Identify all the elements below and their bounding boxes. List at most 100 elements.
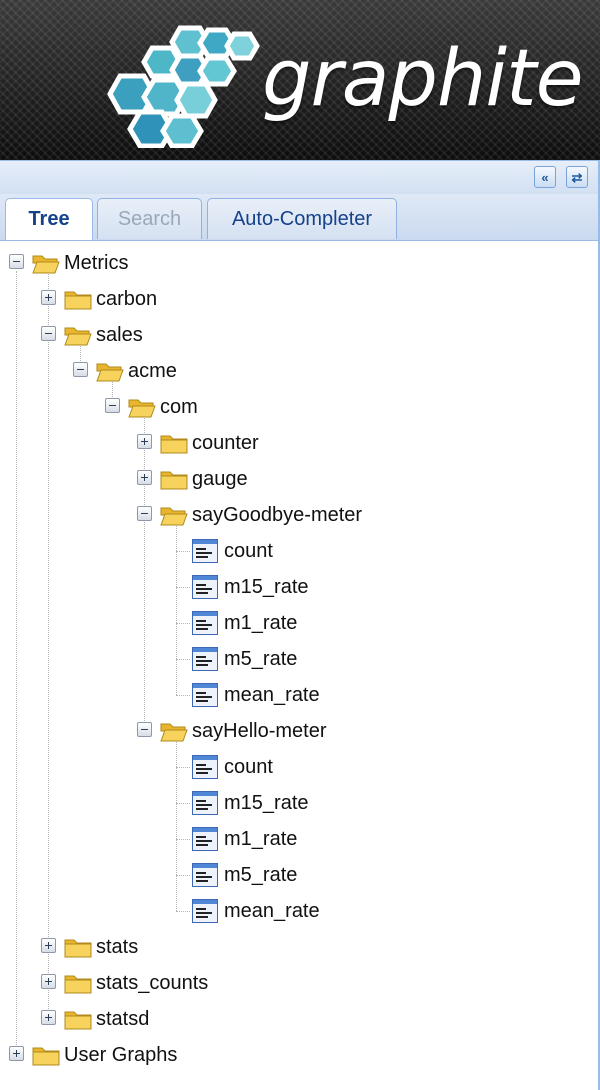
collapse-node-icon[interactable] — [137, 506, 152, 521]
metric-graph-icon — [192, 539, 218, 563]
tree-folder-node[interactable]: carbon — [0, 281, 596, 317]
tree-folder-node[interactable]: counter — [0, 425, 596, 461]
navigation-panel: « ⇄ Tree Search Auto-Completer Metrics ca… — [0, 160, 600, 1090]
tree-folder-node[interactable]: stats — [0, 929, 596, 965]
tree-guide-connector — [176, 767, 190, 768]
open-folder-icon — [64, 324, 92, 346]
tree-guide-connector — [176, 803, 190, 804]
tree-node-label: sayGoodbye-meter — [192, 504, 363, 526]
tree-node-label: Metrics — [64, 252, 129, 274]
tree-guide-line — [48, 271, 49, 1019]
tree-folder-node[interactable]: acme — [0, 353, 596, 389]
folder-icon — [160, 468, 188, 490]
tree-folder-node[interactable]: sayHello-meter — [0, 713, 596, 749]
open-folder-icon — [160, 720, 188, 742]
folder-icon — [64, 288, 92, 310]
collapse-panel-button[interactable]: « — [534, 166, 556, 188]
tree-guide-line — [176, 739, 177, 911]
expand-node-icon[interactable] — [137, 470, 152, 485]
tree-folder-node[interactable]: stats_counts — [0, 965, 596, 1001]
tab-strip: Tree Search Auto-Completer — [0, 194, 598, 241]
folder-icon — [64, 1008, 92, 1030]
expand-node-icon[interactable] — [9, 1046, 24, 1061]
tree-folder-node[interactable]: sales — [0, 317, 596, 353]
double-chevron-left-icon: « — [541, 170, 549, 185]
tree-guide-connector — [176, 911, 190, 912]
tree-node-label: m15_rate — [224, 792, 309, 814]
tree-leaf-node[interactable]: m15_rate — [0, 569, 596, 605]
metric-graph-icon — [192, 575, 218, 599]
tree-node-label: counter — [192, 432, 259, 454]
folder-icon — [64, 936, 92, 958]
tree-node-label: m5_rate — [224, 864, 298, 886]
panel-toolbar: « ⇄ — [0, 160, 598, 194]
metric-graph-icon — [192, 683, 218, 707]
metric-graph-icon — [192, 827, 218, 851]
tree-folder-node[interactable]: User Graphs — [0, 1037, 596, 1073]
tree-node-label: m1_rate — [224, 828, 298, 850]
tree-guide-connector — [176, 839, 190, 840]
expand-node-icon[interactable] — [41, 290, 56, 305]
tree-node-label: m5_rate — [224, 648, 298, 670]
tree-node-label: acme — [128, 360, 177, 382]
header-banner: graphite — [0, 0, 600, 160]
tree-node-label: sayHello-meter — [192, 720, 327, 742]
tree-folder-node[interactable]: com — [0, 389, 596, 425]
tree-guide-connector — [176, 695, 190, 696]
collapse-node-icon[interactable] — [41, 326, 56, 341]
open-folder-icon — [96, 360, 124, 382]
expand-node-icon[interactable] — [41, 1010, 56, 1025]
tree-leaf-node[interactable]: m1_rate — [0, 605, 596, 641]
tree-leaf-node[interactable]: m5_rate — [0, 857, 596, 893]
tree-leaf-node[interactable]: count — [0, 533, 596, 569]
tab-auto-completer[interactable]: Auto-Completer — [207, 198, 397, 239]
folder-icon — [32, 1044, 60, 1066]
tree-folder-node[interactable]: Metrics — [0, 245, 596, 281]
tab-tree[interactable]: Tree — [5, 198, 93, 240]
metric-graph-icon — [192, 647, 218, 671]
open-folder-icon — [32, 252, 60, 274]
tree-folder-node[interactable]: statsd — [0, 1001, 596, 1037]
collapse-node-icon[interactable] — [137, 722, 152, 737]
metric-graph-icon — [192, 791, 218, 815]
tree-guide-line — [80, 343, 81, 371]
tree-guide-connector — [176, 551, 190, 552]
collapse-node-icon[interactable] — [9, 254, 24, 269]
tree-node-label: count — [224, 540, 273, 562]
refresh-icon: ⇄ — [571, 170, 583, 185]
collapse-node-icon[interactable] — [105, 398, 120, 413]
expand-node-icon[interactable] — [41, 974, 56, 989]
tree-leaf-node[interactable]: m5_rate — [0, 641, 596, 677]
tab-search[interactable]: Search — [97, 198, 202, 239]
tree-guide-line — [16, 271, 17, 1047]
logo-wordmark: graphite — [262, 34, 584, 124]
folder-icon — [160, 432, 188, 454]
tree-node-label: m1_rate — [224, 612, 298, 634]
tree-folder-node[interactable]: gauge — [0, 461, 596, 497]
tree-node-label: mean_rate — [224, 900, 320, 922]
tree-leaf-node[interactable]: m15_rate — [0, 785, 596, 821]
tree-guide-line — [176, 523, 177, 695]
metric-graph-icon — [192, 755, 218, 779]
tree-node-label: gauge — [192, 468, 248, 490]
tree-leaf-node[interactable]: mean_rate — [0, 677, 596, 713]
tree-guide-line — [144, 415, 145, 731]
tree-folder-node[interactable]: sayGoodbye-meter — [0, 497, 596, 533]
metric-graph-icon — [192, 899, 218, 923]
refresh-tree-button[interactable]: ⇄ — [566, 166, 588, 188]
tree-node-label: com — [160, 396, 198, 418]
folder-icon — [64, 972, 92, 994]
tree-leaf-node[interactable]: m1_rate — [0, 821, 596, 857]
collapse-node-icon[interactable] — [73, 362, 88, 377]
tree-leaf-node[interactable]: mean_rate — [0, 893, 596, 929]
tree-guide-connector — [176, 587, 190, 588]
tree-leaf-node[interactable]: count — [0, 749, 596, 785]
tree-node-label: stats_counts — [96, 972, 209, 994]
tree-node-label: statsd — [96, 1008, 150, 1030]
tree-guide-connector — [176, 875, 190, 876]
tree-guide-connector — [176, 623, 190, 624]
metric-graph-icon — [192, 863, 218, 887]
expand-node-icon[interactable] — [41, 938, 56, 953]
metric-graph-icon — [192, 611, 218, 635]
expand-node-icon[interactable] — [137, 434, 152, 449]
